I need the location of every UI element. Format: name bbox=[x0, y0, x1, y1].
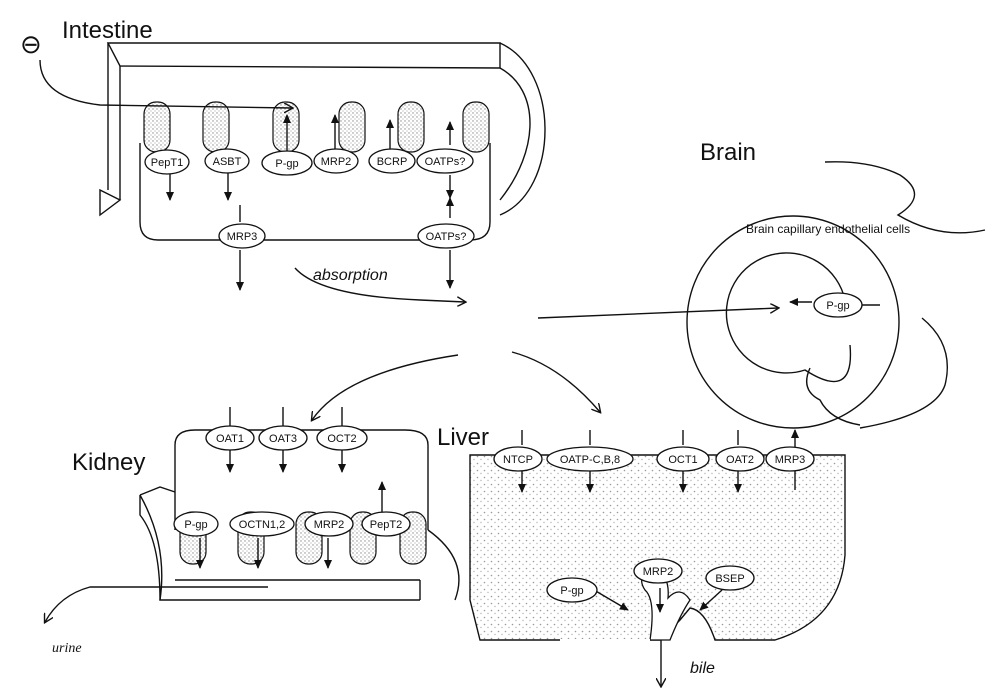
transporter-mrp2-liver: MRP2 bbox=[634, 559, 682, 583]
svg-text:ASBT: ASBT bbox=[213, 156, 242, 168]
inhibitor-symbol: ⊖ bbox=[20, 29, 42, 59]
svg-text:OAT2: OAT2 bbox=[726, 454, 754, 466]
transporter-oct1: OCT1 bbox=[657, 447, 709, 471]
transporter-mrp3-intestine: MRP3 bbox=[219, 224, 265, 248]
transporter-asbt: ASBT bbox=[205, 149, 249, 173]
kidney-distribution-arrow bbox=[312, 355, 458, 420]
svg-text:P-gp: P-gp bbox=[184, 519, 207, 531]
transporter-pgp-brain: P-gp bbox=[814, 293, 862, 317]
transporter-bsep: BSEP bbox=[706, 566, 754, 590]
svg-text:OAT1: OAT1 bbox=[216, 433, 244, 445]
svg-text:MRP3: MRP3 bbox=[775, 454, 806, 466]
svg-text:OCTN1,2: OCTN1,2 bbox=[239, 519, 285, 531]
transporter-mrp2-kidney: MRP2 bbox=[305, 512, 353, 536]
transporter-pept2: PepT2 bbox=[362, 512, 410, 536]
transporter-mrp2: MRP2 bbox=[314, 149, 358, 173]
bile-label: bile bbox=[690, 660, 715, 677]
organ-label-kidney: Kidney bbox=[72, 449, 145, 476]
svg-text:MRP2: MRP2 bbox=[643, 566, 674, 578]
svg-text:P-gp: P-gp bbox=[560, 585, 583, 597]
svg-text:OATPs?: OATPs? bbox=[425, 156, 466, 168]
organ-label-brain: Brain bbox=[700, 139, 756, 166]
transporter-oatps-apical: OATPs? bbox=[417, 149, 473, 173]
svg-text:BSEP: BSEP bbox=[715, 573, 744, 585]
absorption-label: absorption bbox=[313, 267, 388, 284]
transporter-pgp-kidney: P-gp bbox=[174, 512, 218, 536]
svg-text:BCRP: BCRP bbox=[377, 156, 408, 168]
svg-text:OAT3: OAT3 bbox=[269, 433, 297, 445]
svg-text:OCT1: OCT1 bbox=[668, 454, 697, 466]
transporter-pgp-liver: P-gp bbox=[547, 578, 597, 602]
brain-cells-label: Brain capillary endothelial cells bbox=[746, 222, 910, 236]
svg-text:OATP-C,B,8: OATP-C,B,8 bbox=[560, 454, 620, 466]
svg-text:P-gp: P-gp bbox=[275, 158, 298, 170]
transporter-pept1: PepT1 bbox=[145, 150, 189, 174]
liver-distribution-arrow bbox=[512, 352, 600, 412]
intestine-transporters: PepT1 ASBT P-gp MRP2 BCRP OATPs? MRP3 OA… bbox=[145, 149, 474, 248]
svg-text:PepT2: PepT2 bbox=[370, 519, 402, 531]
svg-text:OCT2: OCT2 bbox=[327, 433, 356, 445]
svg-text:MRP2: MRP2 bbox=[321, 156, 352, 168]
svg-text:NTCP: NTCP bbox=[503, 454, 533, 466]
svg-text:MRP3: MRP3 bbox=[227, 231, 258, 243]
organ-label-liver: Liver bbox=[437, 424, 489, 451]
brain-uptake-arrow bbox=[538, 308, 778, 318]
transporter-oat3: OAT3 bbox=[259, 426, 307, 450]
urine-arrow bbox=[45, 587, 268, 622]
transporter-oatp-cb8: OATP-C,B,8 bbox=[547, 447, 633, 471]
transporter-oat1: OAT1 bbox=[206, 426, 254, 450]
transporter-oatps-basolateral: OATPs? bbox=[418, 224, 474, 248]
transporter-oat2: OAT2 bbox=[716, 447, 764, 471]
transporter-mrp3-liver: MRP3 bbox=[766, 447, 814, 471]
organ-label-intestine: Intestine bbox=[62, 17, 153, 44]
kidney-transporters: OAT1 OAT3 OCT2 P-gp OCTN1,2 MRP2 PepT2 bbox=[174, 426, 410, 536]
svg-text:MRP2: MRP2 bbox=[314, 519, 345, 531]
urine-label: urine bbox=[52, 641, 82, 656]
svg-text:OATPs?: OATPs? bbox=[426, 231, 467, 243]
transporter-pgp: P-gp bbox=[262, 151, 312, 175]
transporter-octn12: OCTN1,2 bbox=[230, 512, 294, 536]
intestine-microvilli bbox=[144, 102, 489, 152]
transporter-bcrp: BCRP bbox=[369, 149, 415, 173]
transporter-ntcp: NTCP bbox=[494, 447, 542, 471]
svg-text:P-gp: P-gp bbox=[826, 300, 849, 312]
svg-text:PepT1: PepT1 bbox=[151, 157, 183, 169]
brain-block bbox=[538, 162, 985, 428]
transporter-oct2: OCT2 bbox=[317, 426, 367, 450]
